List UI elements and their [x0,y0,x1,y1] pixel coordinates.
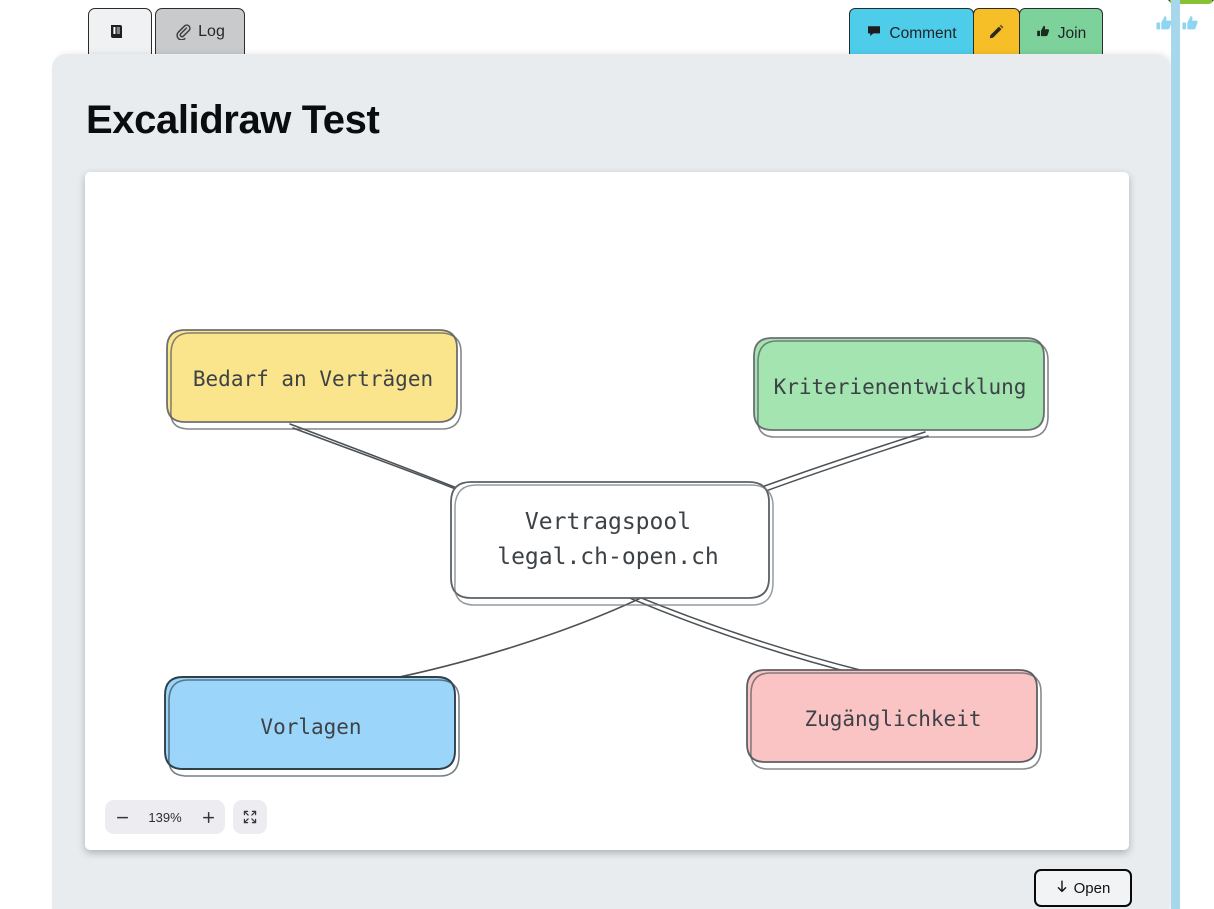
tab-bar: Log Comment [0,0,1214,58]
node-vorlagen-label: Vorlagen [260,715,361,739]
comment-button[interactable]: Comment [849,8,974,58]
node-zugaenglichkeit-label: Zugänglichkeit [804,707,981,731]
fit-to-screen-icon [243,810,257,824]
node-vertragspool-label-line1: Vertragspool [525,509,691,535]
node-kriterien-label: Kriterienentwicklung [774,375,1027,399]
edit-button[interactable] [973,8,1020,58]
notebook-icon [108,23,125,40]
zoom-controls: 139% [105,800,267,834]
pencil-icon [988,23,1005,45]
zoom-out-button[interactable] [105,800,139,834]
action-button-group: Comment Join [849,8,1103,58]
thumbs-up-icon[interactable] [1181,14,1200,37]
open-button[interactable]: Open [1034,869,1132,907]
plus-icon [202,811,214,823]
edge-vertragspool-to-vorlagen [384,595,646,681]
arrow-down-icon [1056,880,1068,897]
zoom-in-button[interactable] [191,800,225,834]
comment-bubble-icon [866,23,882,44]
node-bedarf[interactable]: Bedarf an Verträgen [166,329,462,430]
node-vertragspool[interactable]: Vertragspool legal.ch-open.ch [450,481,774,606]
excalidraw-canvas[interactable]: Bedarf an Verträgen Kriterienentwicklung… [85,172,1129,850]
zoom-level-value[interactable]: 139% [148,809,182,825]
minus-icon [116,816,128,818]
thumbs-up-icon [1036,24,1051,44]
node-vorlagen[interactable]: Vorlagen [164,676,460,777]
fit-to-screen-button[interactable] [233,800,267,834]
tab-log-label: Log [198,22,225,40]
zoom-group: 139% [105,800,225,834]
tab-notes[interactable] [88,8,152,54]
node-bedarf-label: Bedarf an Verträgen [193,367,433,391]
thumbs-up-icon[interactable] [1155,14,1174,37]
join-button[interactable]: Join [1019,8,1103,58]
open-button-label: Open [1073,879,1111,897]
node-zugaenglichkeit[interactable]: Zugänglichkeit [746,669,1042,770]
excalidraw-scene: Bedarf an Verträgen Kriterienentwicklung… [164,329,1049,777]
comment-label: Comment [889,24,957,42]
node-vertragspool-label-line2: legal.ch-open.ch [497,544,719,570]
paperclip-icon [175,23,191,40]
content-panel: Excalidraw Test [52,54,1169,909]
reaction-thumbs[interactable] [1155,14,1200,37]
page-title: Excalidraw Test [86,98,380,142]
node-kriterien[interactable]: Kriterienentwicklung [753,337,1049,438]
right-accent-rail [1171,0,1180,909]
tab-log[interactable]: Log [155,8,245,54]
join-label: Join [1057,24,1087,42]
